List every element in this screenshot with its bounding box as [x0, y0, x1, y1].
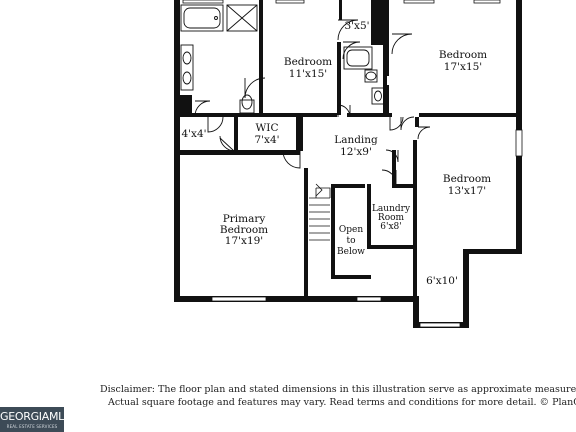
open-below-line2: to	[346, 236, 355, 246]
closet-small-size: 4'x4'	[181, 128, 206, 140]
open-below-line3: Below	[337, 247, 365, 257]
primary-line1: Primary	[223, 213, 266, 225]
laundry-size: 6'x8'	[380, 222, 401, 232]
shower-icon	[226, 4, 258, 32]
disclaimer-line-1: Disclaimer: The floor plan and stated di…	[100, 384, 576, 395]
laundry-line1: Laundry	[372, 204, 411, 214]
vanity-icon	[371, 87, 385, 105]
bedroom-east-size: 13'x17'	[448, 185, 486, 197]
closet-top-size: 3'x5'	[344, 20, 369, 32]
windows	[182, 0, 523, 328]
toilet-icon	[239, 99, 255, 114]
bedroom-east-name: Bedroom	[443, 173, 491, 185]
open-below-line1: Open	[339, 225, 363, 235]
laundry-line2: Room	[378, 213, 405, 223]
interior-walls	[180, 0, 516, 302]
bedroom-mid-size: 11'x15'	[289, 68, 327, 80]
primary-size: 17'x19'	[225, 235, 263, 247]
bathtub-icon	[180, 4, 224, 32]
floor-plan: Bedroom 11'x15' Bedroom 17'x15' Bedroom …	[174, 0, 523, 328]
disclaimer-line-2: Actual square footage and features may v…	[108, 397, 576, 408]
bedroom-right-name: Bedroom	[439, 49, 487, 61]
wic-size: 7'x4'	[254, 134, 279, 146]
bathtub-icon	[343, 46, 373, 70]
landing-size: 12'x9'	[340, 146, 372, 158]
door-swings	[194, 19, 431, 185]
wic-name: WIC	[256, 122, 279, 134]
bath-fixtures	[180, 4, 385, 114]
landing-name: Landing	[334, 134, 378, 146]
bump-out-size: 6'x10'	[426, 275, 458, 287]
logo-sub-text: REAL ESTATE SERVICES	[6, 424, 58, 429]
bedroom-right-size: 17'x15'	[444, 61, 482, 73]
primary-line2: Bedroom	[220, 224, 268, 236]
logo-main-text: GEORGIAMLS	[0, 410, 71, 423]
staircase	[309, 183, 331, 241]
toilet-icon	[364, 69, 378, 83]
vanity-icon	[180, 44, 194, 91]
mls-logo: GEORGIAMLS REAL ESTATE SERVICES	[0, 407, 71, 432]
bedroom-mid-name: Bedroom	[284, 56, 332, 68]
